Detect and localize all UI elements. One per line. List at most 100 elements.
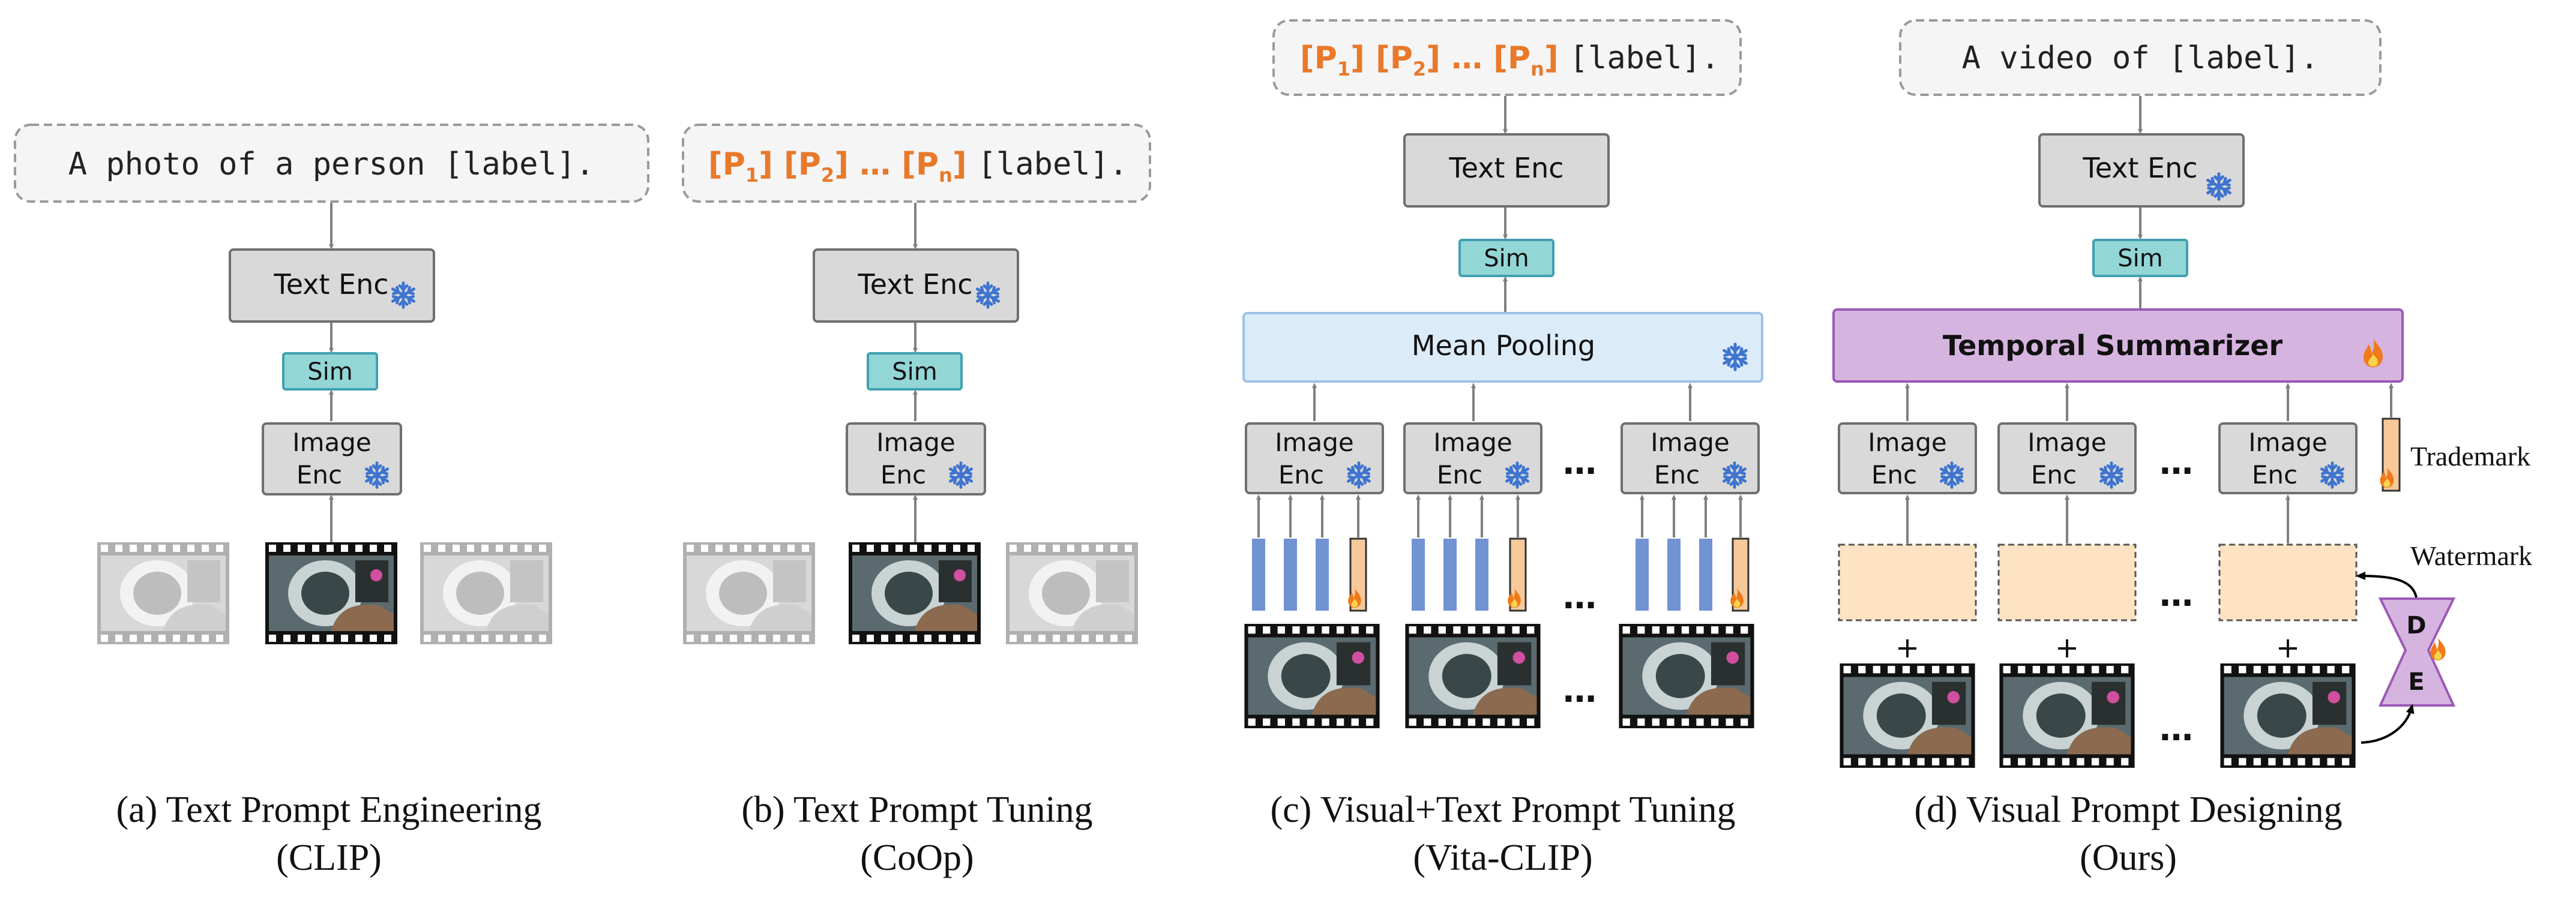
image-encoder-label-line2: Enc xyxy=(1278,460,1324,489)
panel-b: [P1] [P2] … [Pn] [label]. Text Enc Sim I… xyxy=(682,124,1151,878)
text-encoder-label: Text Enc xyxy=(2082,152,2197,184)
prompt-box xyxy=(1899,19,2382,96)
prompt-text: [P1] [P2] … [Pn] [label]. xyxy=(708,146,1128,187)
encoder-letter: E xyxy=(2408,668,2424,696)
image-encoder-label-line2: Enc xyxy=(2252,460,2298,489)
caption-line1: (d) Visual Prompt Designing xyxy=(1914,789,2342,830)
token-subscript: n xyxy=(939,164,952,187)
prompt-text: A video of [label]. xyxy=(1962,40,2319,76)
prompt-token: P xyxy=(916,146,939,182)
caption-line1: (c) Visual+Text Prompt Tuning xyxy=(1271,789,1736,830)
caption-line2: (CLIP) xyxy=(276,837,382,878)
prompt-token: P xyxy=(1314,40,1337,76)
image-encoder-label-line2: Enc xyxy=(296,460,342,489)
plus-sign: + xyxy=(2276,631,2300,665)
prompt-label: [label]. xyxy=(1569,40,1720,76)
panel-a: A photo of a person [label]. Text Enc Si… xyxy=(14,124,649,878)
trademark-label: Trademark xyxy=(2410,441,2530,471)
panel-c: [P1] [P2] … [Pn] [label]. Text Enc Sim M… xyxy=(1242,19,1763,878)
token-subscript: 2 xyxy=(1413,58,1426,80)
ellipsis: … xyxy=(1563,443,1596,482)
ellipsis: … xyxy=(2159,575,2193,614)
image-encoder-label-line1: Image xyxy=(292,428,372,457)
visual-token xyxy=(1636,539,1649,611)
text-encoder-box xyxy=(229,248,435,323)
ellipsis: … xyxy=(1563,578,1596,617)
watermark-generator-hourglass xyxy=(2378,597,2456,707)
visual-token xyxy=(1699,539,1712,611)
encoder-group-2: Image Enc xyxy=(1403,383,1542,728)
image-encoder-label-line2: Enc xyxy=(880,460,926,489)
encoder-group-1: Image Enc xyxy=(1244,383,1384,728)
image-encoder-label-line1: Image xyxy=(1433,428,1512,457)
watermark-prompt-box xyxy=(1838,543,1977,621)
encoder-group-3: Image Enc xyxy=(1619,383,1760,728)
film-frame-icon xyxy=(1244,624,1380,728)
visual-token xyxy=(1284,539,1297,611)
text-encoder-box xyxy=(1403,133,1610,208)
caption-line2: (Ours) xyxy=(2080,837,2177,878)
visual-token xyxy=(1252,539,1265,611)
similarity-label: Sim xyxy=(1484,245,1529,272)
prompt-token: P xyxy=(798,146,821,182)
film-frame-icon xyxy=(1619,624,1754,728)
film-frame-icon xyxy=(849,542,981,644)
watermark-prompt-box xyxy=(2218,543,2358,621)
prompt-label: [label]. xyxy=(978,146,1128,182)
text-encoder-label: Text Enc xyxy=(857,268,972,301)
ellipsis: … xyxy=(2159,710,2193,749)
ellipsis: … xyxy=(1563,671,1596,710)
film-frame-icon xyxy=(1405,624,1541,728)
text-encoder-label: Text Enc xyxy=(273,268,388,301)
panel-d: A video of [label]. Text Enc Sim Tempora… xyxy=(1832,19,2532,878)
prompt-box xyxy=(14,124,649,203)
image-encoder-label-line1: Image xyxy=(2027,428,2107,457)
visual-token xyxy=(1475,539,1488,611)
film-frame-icon xyxy=(1840,663,1975,768)
caption-line2: (CoOp) xyxy=(860,837,974,878)
watermark-prompt-box xyxy=(1997,543,2137,621)
prompt-text: [P1] [P2] … [Pn] [label]. xyxy=(1300,40,1720,80)
token-subscript: 1 xyxy=(745,164,759,187)
image-encoder-label-line1: Image xyxy=(1275,428,1354,457)
plus-sign: + xyxy=(2055,631,2079,665)
token-subscript: 2 xyxy=(821,164,834,187)
mean-pooling-box xyxy=(1242,312,1763,383)
text-encoder-box xyxy=(813,248,1019,323)
film-frame-icon xyxy=(683,542,815,644)
visual-token xyxy=(1412,539,1425,611)
image-encoder-label-line1: Image xyxy=(1868,428,1947,457)
ellipsis: … xyxy=(2159,443,2193,482)
film-frame-icon xyxy=(420,542,552,644)
film-frame-icon xyxy=(2220,663,2356,768)
image-encoder-label-line2: Enc xyxy=(1437,460,1482,489)
token-ellipsis: … xyxy=(859,146,891,182)
similarity-label: Sim xyxy=(2117,245,2162,272)
similarity-label: Sim xyxy=(307,358,352,386)
similarity-label: Sim xyxy=(892,358,937,386)
caption-line1: (a) Text Prompt Engineering xyxy=(116,789,541,830)
prompt-token: P xyxy=(1508,40,1530,76)
caption-line1: (b) Text Prompt Tuning xyxy=(741,789,1092,830)
temporal-summarizer-label: Temporal Summarizer xyxy=(1943,329,2283,362)
film-frame-icon xyxy=(1006,542,1138,644)
image-encoder-label-line2: Enc xyxy=(1654,460,1700,489)
token-subscript: n xyxy=(1530,58,1544,80)
text-encoder-label: Text Enc xyxy=(1448,152,1563,184)
plus-sign: + xyxy=(1895,631,1919,665)
film-frame-icon xyxy=(1999,663,2135,768)
film-frame-icon xyxy=(97,542,229,644)
prompt-token: P xyxy=(723,146,745,182)
film-frame-icon xyxy=(265,542,397,644)
visual-token xyxy=(1316,539,1329,611)
visual-token xyxy=(1443,539,1457,611)
token-ellipsis: … xyxy=(1451,40,1482,76)
prompt-box xyxy=(682,124,1151,203)
temporal-summarizer-box xyxy=(1832,308,2404,383)
text-encoder-box xyxy=(2038,133,2245,208)
prompt-box xyxy=(1272,19,1742,96)
decoder-letter: D xyxy=(2406,612,2426,639)
token-subscript: 1 xyxy=(1337,58,1350,80)
mean-pooling-label: Mean Pooling xyxy=(1412,329,1595,362)
